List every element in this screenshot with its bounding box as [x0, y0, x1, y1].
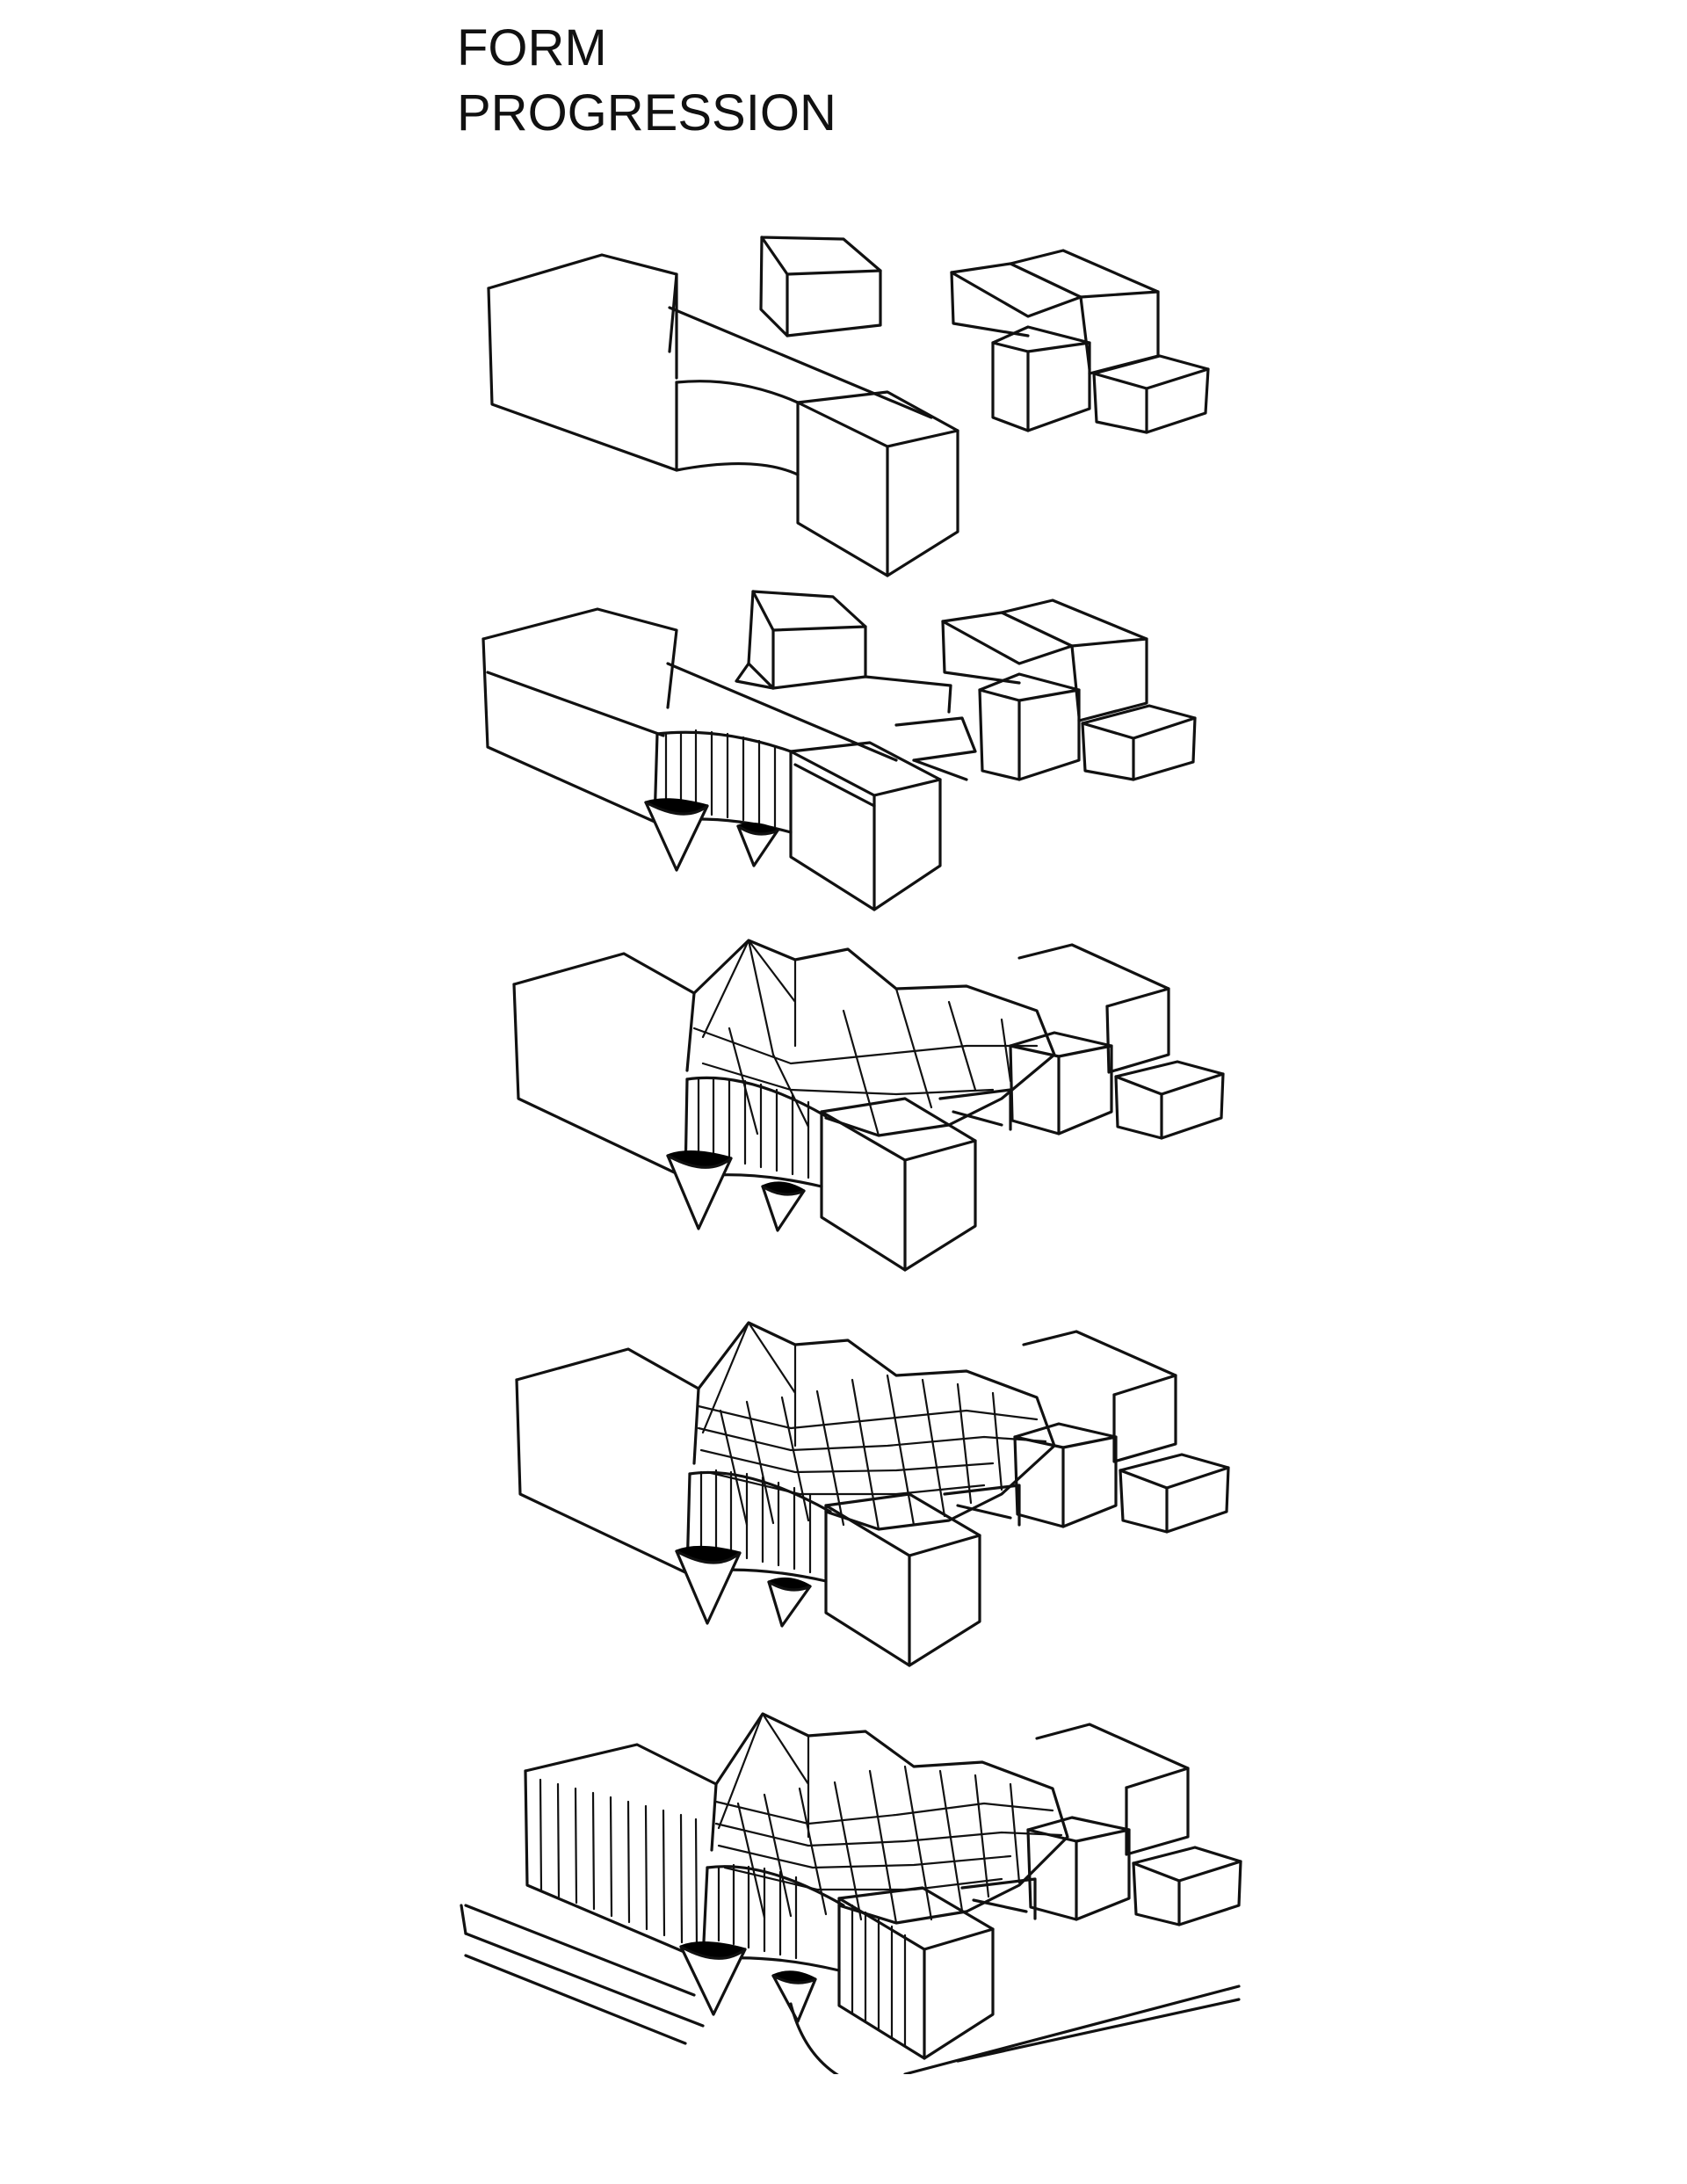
stage-3-roof-ribs — [0, 923, 1687, 1292]
stage-5-site-context — [0, 1705, 1687, 2074]
title-line-2: PROGRESSION — [457, 84, 836, 141]
stage-4-sketch — [515, 1321, 1230, 1667]
stage-4-roof-grid — [0, 1314, 1687, 1683]
stage-1-sketch — [487, 236, 1210, 577]
stage-1-massing — [0, 220, 1687, 589]
stage-3-sketch — [512, 939, 1225, 1272]
stage-5-sketch — [460, 1712, 1242, 2074]
title-line-1: FORM — [457, 19, 607, 76]
stage-2-entrance — [0, 576, 1687, 945]
stage-2-sketch — [481, 590, 1197, 911]
diagram-title: FORM PROGRESSION — [457, 16, 836, 146]
